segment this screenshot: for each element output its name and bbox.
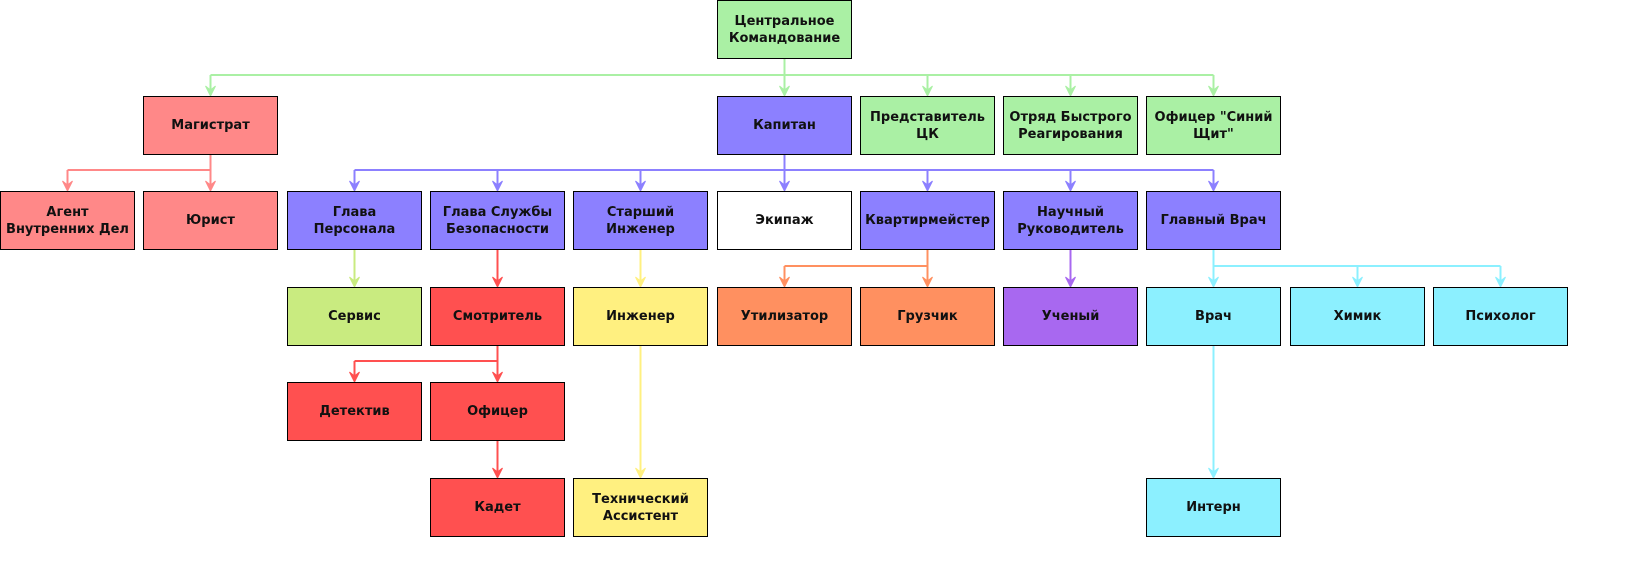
node-warden[interactable]: Смотритель [430,287,565,346]
node-label: Старший Инженер [606,204,675,237]
arrowhead-icon [492,276,503,289]
node-engineer[interactable]: Инженер [573,287,708,346]
node-label: Отряд Быстрого Реагирования [1009,109,1132,142]
node-label: Представитель ЦК [870,109,985,142]
arrowhead-icon [1352,276,1363,289]
arrowhead-icon [779,85,790,98]
arrowhead-icon [1065,276,1076,289]
node-chemist[interactable]: Химик [1290,287,1425,346]
node-label: Утилизатор [740,309,829,324]
node-intern[interactable]: Интерн [1146,478,1281,537]
arrowhead-icon [492,371,503,384]
arrowhead-icon [635,467,646,480]
node-label: Юрист [186,213,235,228]
arrowhead-icon [1208,180,1219,193]
arrowhead-icon [1208,85,1219,98]
node-label: Агент Внутренних Дел [6,204,129,237]
node-detective[interactable]: Детектив [287,382,422,441]
node-label: Глава Службы Безопасности [442,204,553,237]
arrowhead-icon [635,180,646,193]
node-internal-affairs[interactable]: Агент Внутренних Дел [0,191,135,250]
arrowhead-icon [922,85,933,98]
node-cadet[interactable]: Кадет [430,478,565,537]
arrowhead-icon [779,180,790,193]
arrowhead-icon [349,371,360,384]
node-label: Кадет [474,500,521,515]
node-rapid-response[interactable]: Отряд Быстрого Реагирования [1003,96,1138,155]
node-scientist[interactable]: Ученый [1003,287,1138,346]
node-rd[interactable]: Научный Руководитель [1003,191,1138,250]
node-label: Офицер "Синий Щит" [1154,109,1273,142]
node-label: Смотритель [452,309,543,324]
node-central-command[interactable]: Центральное Командование [717,0,852,59]
arrowhead-icon [1208,467,1219,480]
node-hop[interactable]: Глава Персонала [287,191,422,250]
node-label: Главный Врач [1160,213,1267,228]
node-ce[interactable]: Старший Инженер [573,191,708,250]
arrowhead-icon [349,180,360,193]
node-label: Технический Ассистент [592,491,689,524]
node-label: Центральное Командование [728,13,841,46]
arrowhead-icon [1495,276,1506,289]
node-label: Интерн [1186,500,1241,515]
node-tech-assistant[interactable]: Технический Ассистент [573,478,708,537]
node-label: Грузчик [897,309,958,324]
arrowhead-icon [1065,180,1076,193]
arrowhead-icon [635,276,646,289]
node-label: Ученый [1041,309,1100,324]
node-label: Квартирмейстер [865,213,990,228]
arrowhead-icon [205,180,216,193]
arrowhead-icon [492,467,503,480]
arrowhead-icon [492,180,503,193]
node-label: Сервис [328,309,381,324]
node-label: Психолог [1465,309,1536,324]
node-label: Капитан [753,118,816,133]
arrowhead-icon [922,276,933,289]
node-label: Инженер [606,309,675,324]
node-qm[interactable]: Квартирмейстер [860,191,995,250]
node-magistrate[interactable]: Магистрат [143,96,278,155]
node-cargo-tech[interactable]: Грузчик [860,287,995,346]
node-hos[interactable]: Глава Службы Безопасности [430,191,565,250]
node-cc-rep[interactable]: Представитель ЦК [860,96,995,155]
node-recycler[interactable]: Утилизатор [717,287,852,346]
node-lawyer[interactable]: Юрист [143,191,278,250]
arrowhead-icon [205,85,216,98]
arrowhead-icon [349,276,360,289]
node-blueshield[interactable]: Офицер "Синий Щит" [1146,96,1281,155]
node-doctor[interactable]: Врач [1146,287,1281,346]
node-label: Глава Персонала [313,204,396,237]
node-label: Офицер [467,404,528,419]
node-officer[interactable]: Офицер [430,382,565,441]
node-psychologist[interactable]: Психолог [1433,287,1568,346]
arrowhead-icon [779,276,790,289]
node-cmo[interactable]: Главный Врач [1146,191,1281,250]
arrowhead-icon [1208,276,1219,289]
node-label: Научный Руководитель [1017,204,1124,237]
node-crew[interactable]: Экипаж [717,191,852,250]
node-label: Врач [1195,309,1232,324]
node-label: Магистрат [171,118,250,133]
node-label: Химик [1333,309,1382,324]
node-label: Экипаж [755,213,814,228]
arrowhead-icon [1065,85,1076,98]
node-service[interactable]: Сервис [287,287,422,346]
arrowhead-icon [62,180,73,193]
node-label: Детектив [319,404,390,419]
arrowhead-icon [922,180,933,193]
node-captain[interactable]: Капитан [717,96,852,155]
